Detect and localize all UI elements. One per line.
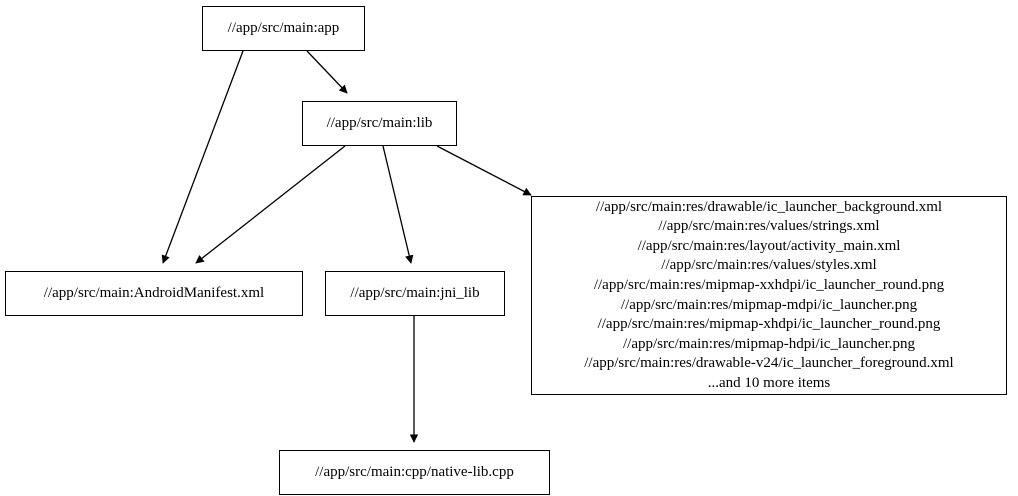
graph-node-jni-lib-label: //app/src/main:jni_lib — [350, 285, 480, 301]
graph-node-native-lib-cpp-label: //app/src/main:cpp/native-lib.cpp — [315, 464, 514, 480]
edge-lib-to-manifest — [195, 145, 346, 264]
graph-node-android-manifest[interactable]: //app/src/main:AndroidManifest.xml — [5, 271, 303, 316]
graph-node-resources-label: //app/src/main:res/drawable/ic_launcher_… — [584, 198, 954, 391]
edge-app-to-manifest — [161, 50, 244, 264]
edge-lib-to-jni-lib — [382, 145, 414, 264]
edge-lib-to-resources — [436, 145, 532, 196]
graph-node-app[interactable]: //app/src/main:app — [202, 6, 365, 51]
graph-node-native-lib-cpp[interactable]: //app/src/main:cpp/native-lib.cpp — [279, 450, 550, 495]
graph-node-jni-lib[interactable]: //app/src/main:jni_lib — [325, 271, 505, 316]
graph-node-resources[interactable]: //app/src/main:res/drawable/ic_launcher_… — [531, 196, 1007, 395]
graph-node-app-label: //app/src/main:app — [227, 20, 340, 36]
graph-node-android-manifest-label: //app/src/main:AndroidManifest.xml — [43, 285, 265, 301]
graph-node-lib-label: //app/src/main:lib — [326, 115, 433, 131]
edge-app-to-lib — [306, 50, 348, 94]
graph-node-lib[interactable]: //app/src/main:lib — [302, 101, 457, 146]
